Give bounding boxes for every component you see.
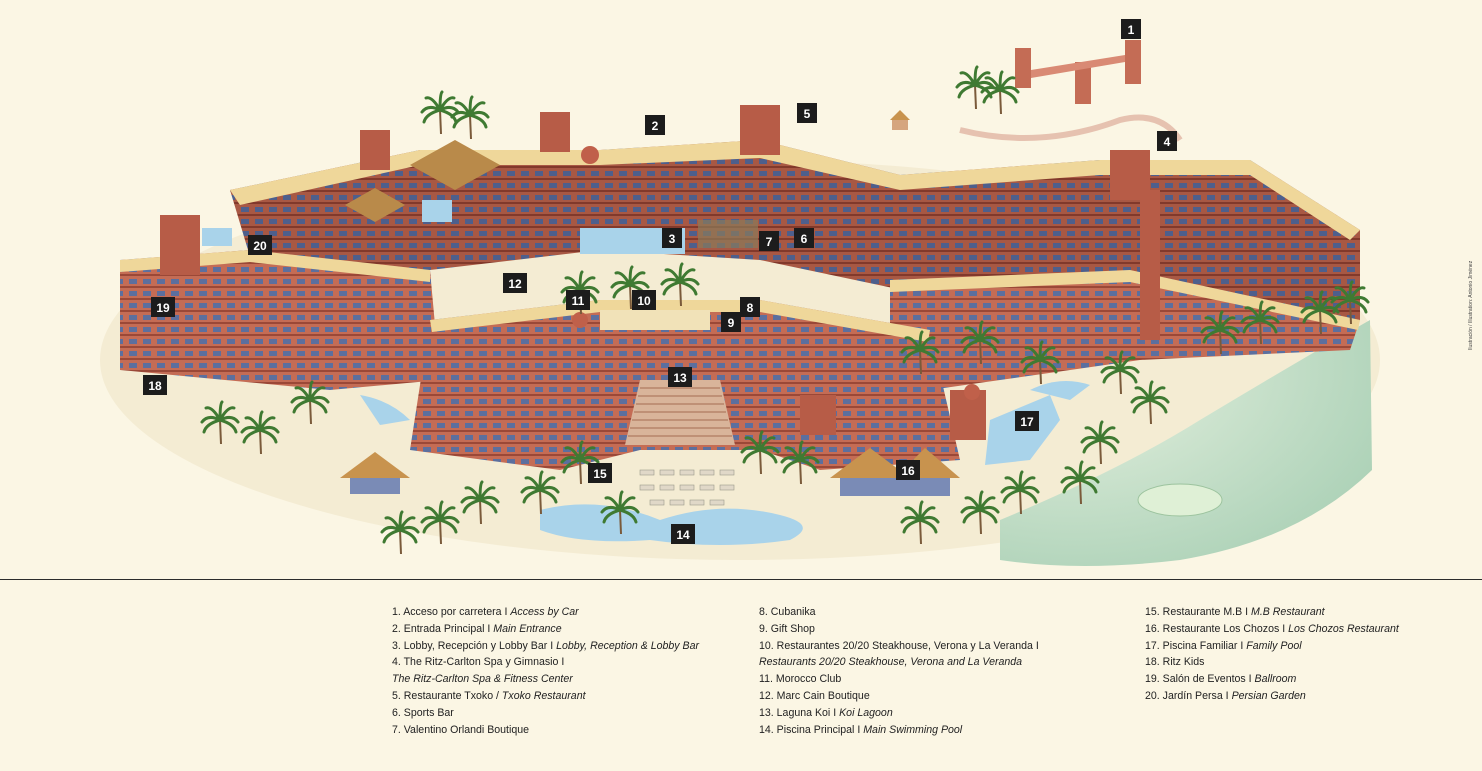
svg-text:14: 14 — [676, 528, 690, 542]
legend-item: 2. Entrada Principal I Main Entrance — [392, 622, 562, 635]
resort-map: 1 2 3 4 5 6 7 8 9 10 11 12 13 14 15 16 1… — [100, 19, 1380, 566]
legend-item: 1. Acceso por carretera I Access by Car — [392, 606, 579, 618]
marker-10[interactable]: 10 — [632, 290, 656, 310]
svg-text:10: 10 — [637, 294, 651, 308]
building-complex — [120, 105, 1360, 496]
marker-5[interactable]: 5 — [797, 103, 817, 123]
marker-14[interactable]: 14 — [671, 524, 695, 544]
sun-loungers — [639, 469, 735, 506]
access-road — [890, 40, 1183, 142]
divider — [0, 579, 1482, 580]
marker-13[interactable]: 13 — [668, 367, 692, 387]
svg-text:15: 15 — [593, 467, 607, 481]
svg-text:6: 6 — [801, 232, 808, 246]
marker-9[interactable]: 9 — [721, 312, 741, 332]
svg-text:9: 9 — [728, 316, 735, 330]
marker-18[interactable]: 18 — [143, 375, 167, 395]
svg-text:1: 1 — [1128, 23, 1135, 37]
marker-19[interactable]: 19 — [151, 297, 175, 317]
marker-4[interactable]: 4 — [1157, 131, 1177, 151]
staircase — [625, 380, 735, 445]
legend-item: 18. Ritz Kids — [1145, 656, 1205, 669]
golf-coast — [1000, 320, 1372, 566]
svg-text:7: 7 — [766, 235, 773, 249]
legend-item: 19. Salón de Eventos I Ballroom — [1145, 673, 1297, 686]
svg-text:19: 19 — [156, 301, 170, 315]
svg-text:17: 17 — [1020, 415, 1034, 429]
golf-green — [1137, 483, 1223, 517]
legend-item: 17. Piscina Familiar I Family Pool — [1145, 639, 1302, 652]
legend-item: 6. Sports Bar — [392, 706, 454, 719]
svg-text:4: 4 — [1164, 135, 1171, 149]
illustration-credit: Ilustración / Illustration: Antonio Jimé… — [1468, 260, 1474, 350]
legend-item: 7. Valentino Orlandi Boutique — [392, 723, 530, 736]
svg-text:3: 3 — [669, 232, 676, 246]
legend-item: 10. Restaurantes 20/20 Steakhouse, Veron… — [759, 639, 1039, 652]
legend-item: The Ritz-Carlton Spa & Fitness Center — [392, 673, 573, 686]
legend-item: 5. Restaurante Txoko / Txoko Restaurant — [392, 689, 586, 702]
legend-column-1: 1. Acceso por carretera I Access by Car … — [392, 604, 699, 738]
svg-text:11: 11 — [572, 294, 585, 308]
marker-16[interactable]: 16 — [896, 460, 920, 480]
marker-15[interactable]: 15 — [588, 463, 612, 483]
svg-text:20: 20 — [253, 239, 267, 253]
marker-20[interactable]: 20 — [248, 235, 272, 255]
marker-2[interactable]: 2 — [645, 115, 665, 135]
marker-6[interactable]: 6 — [794, 228, 814, 248]
svg-text:13: 13 — [673, 371, 687, 385]
svg-text:12: 12 — [508, 277, 522, 291]
marker-1[interactable]: 1 — [1121, 19, 1141, 39]
legend-column-2: 8. Cubanika 9. Gift Shop 10. Restaurante… — [759, 604, 1039, 738]
marker-12[interactable]: 12 — [503, 273, 527, 293]
legend-item: 15. Restaurante M.B I M.B Restaurant — [1145, 606, 1325, 618]
legend-item: Restaurants 20/20 Steakhouse, Verona and… — [759, 656, 1023, 669]
marker-8[interactable]: 8 — [740, 297, 760, 317]
legend-item: 3. Lobby, Recepción y Lobby Bar I Lobby,… — [392, 639, 700, 652]
marker-7[interactable]: 7 — [759, 231, 779, 251]
svg-text:2: 2 — [652, 119, 659, 133]
svg-text:8: 8 — [747, 301, 754, 315]
svg-text:16: 16 — [901, 464, 915, 478]
legend-column-3: 15. Restaurante M.B I M.B Restaurant 16.… — [1145, 604, 1399, 705]
legend-item: 8. Cubanika — [759, 606, 816, 618]
legend-item: 14. Piscina Principal I Main Swimming Po… — [759, 723, 963, 736]
svg-text:5: 5 — [804, 107, 811, 121]
legend-item: 12. Marc Cain Boutique — [759, 689, 870, 702]
marker-3[interactable]: 3 — [662, 228, 682, 248]
legend-item: 13. Laguna Koi I Koi Lagoon — [759, 706, 893, 719]
legend-item: 20. Jardín Persa I Persian Garden — [1145, 689, 1306, 702]
legend-item: 4. The Ritz-Carlton Spa y Gimnasio I — [392, 656, 565, 669]
svg-text:18: 18 — [148, 379, 162, 393]
marker-11[interactable]: 11 — [566, 290, 590, 310]
marker-17[interactable]: 17 — [1015, 411, 1039, 431]
legend-item: 16. Restaurante Los Chozos I Los Chozos … — [1145, 622, 1399, 635]
legend-item: 11. Morocco Club — [759, 673, 842, 686]
legend-item: 9. Gift Shop — [759, 622, 815, 635]
